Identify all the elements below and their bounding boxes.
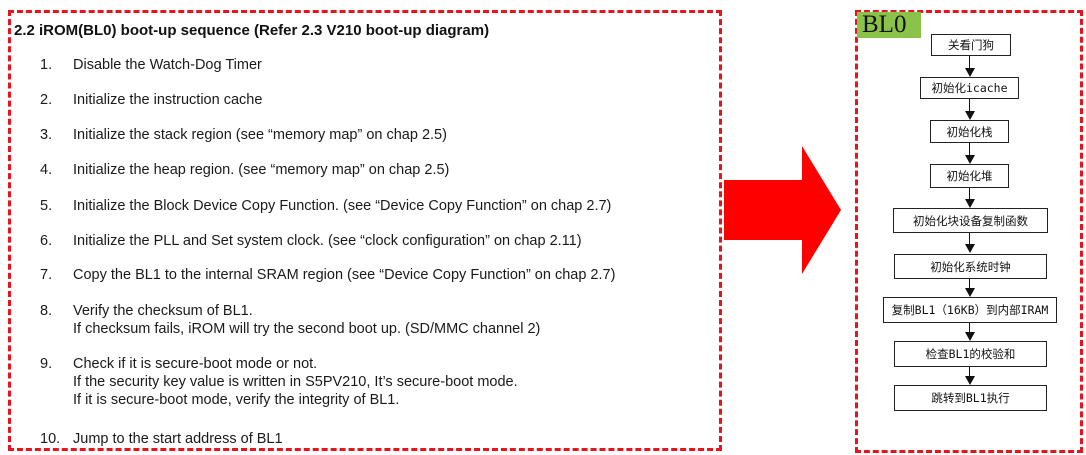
down-arrow-icon <box>965 111 975 120</box>
flow-connector <box>969 323 970 333</box>
step-text: Initialize the instruction cache <box>73 92 263 108</box>
flow-connector <box>969 99 970 112</box>
step-number: 4. <box>40 162 53 178</box>
bl0-title-tag: BL0 <box>857 12 921 38</box>
step-number: 9. <box>40 356 53 372</box>
down-arrow-icon <box>965 288 975 297</box>
bl0-flowchart-panel <box>855 10 1083 453</box>
step-number: 8. <box>40 303 53 319</box>
flow-connector <box>969 367 970 377</box>
down-arrow-icon <box>965 376 975 385</box>
down-arrow-icon <box>965 68 975 77</box>
down-arrow-icon <box>965 244 975 253</box>
flow-connector <box>969 143 970 156</box>
flow-connector <box>969 188 970 200</box>
step-number: 7. <box>40 267 53 283</box>
flow-box: 关看门狗 <box>931 34 1011 56</box>
step-number: 5. <box>40 198 53 214</box>
step-text: Jump to the start address of BL1 <box>73 431 283 447</box>
step-text: Initialize the heap region. (see “memory… <box>73 162 450 178</box>
flow-connector <box>969 56 970 69</box>
flow-box: 初始化icache <box>920 77 1019 99</box>
section-heading: 2.2 iROM(BL0) boot-up sequence (Refer 2.… <box>14 22 490 39</box>
step-number: 10. <box>40 431 61 447</box>
flow-box: 初始化块设备复制函数 <box>893 208 1048 233</box>
step-number: 2. <box>40 92 53 108</box>
down-arrow-icon <box>965 332 975 341</box>
spec-panel <box>8 10 722 451</box>
flow-box: 检查BL1的校验和 <box>894 341 1047 367</box>
flow-box: 初始化堆 <box>930 164 1009 188</box>
step-number: 6. <box>40 233 53 249</box>
flow-box: 初始化栈 <box>930 120 1009 143</box>
step-text: Initialize the Block Device Copy Functio… <box>73 198 612 214</box>
step-text: Check if it is secure-boot mode or not. … <box>73 356 518 408</box>
step-text: Copy the BL1 to the internal SRAM region… <box>73 267 616 283</box>
flow-connector <box>969 233 970 245</box>
step-text: Verify the checksum of BL1. If checksum … <box>73 303 541 337</box>
step-text: Initialize the PLL and Set system clock.… <box>73 233 582 249</box>
step-text: Initialize the stack region (see “memory… <box>73 127 447 143</box>
flow-box: 初始化系统时钟 <box>894 254 1047 279</box>
step-number: 1. <box>40 57 53 73</box>
right-arrow-icon <box>724 146 841 274</box>
step-number: 3. <box>40 127 53 143</box>
step-text: Disable the Watch-Dog Timer <box>73 57 262 73</box>
down-arrow-icon <box>965 155 975 164</box>
flow-box: 跳转到BL1执行 <box>894 385 1047 411</box>
flow-connector <box>969 279 970 289</box>
flow-box: 复制BL1（16KB）到内部IRAM <box>883 297 1057 323</box>
down-arrow-icon <box>965 199 975 208</box>
